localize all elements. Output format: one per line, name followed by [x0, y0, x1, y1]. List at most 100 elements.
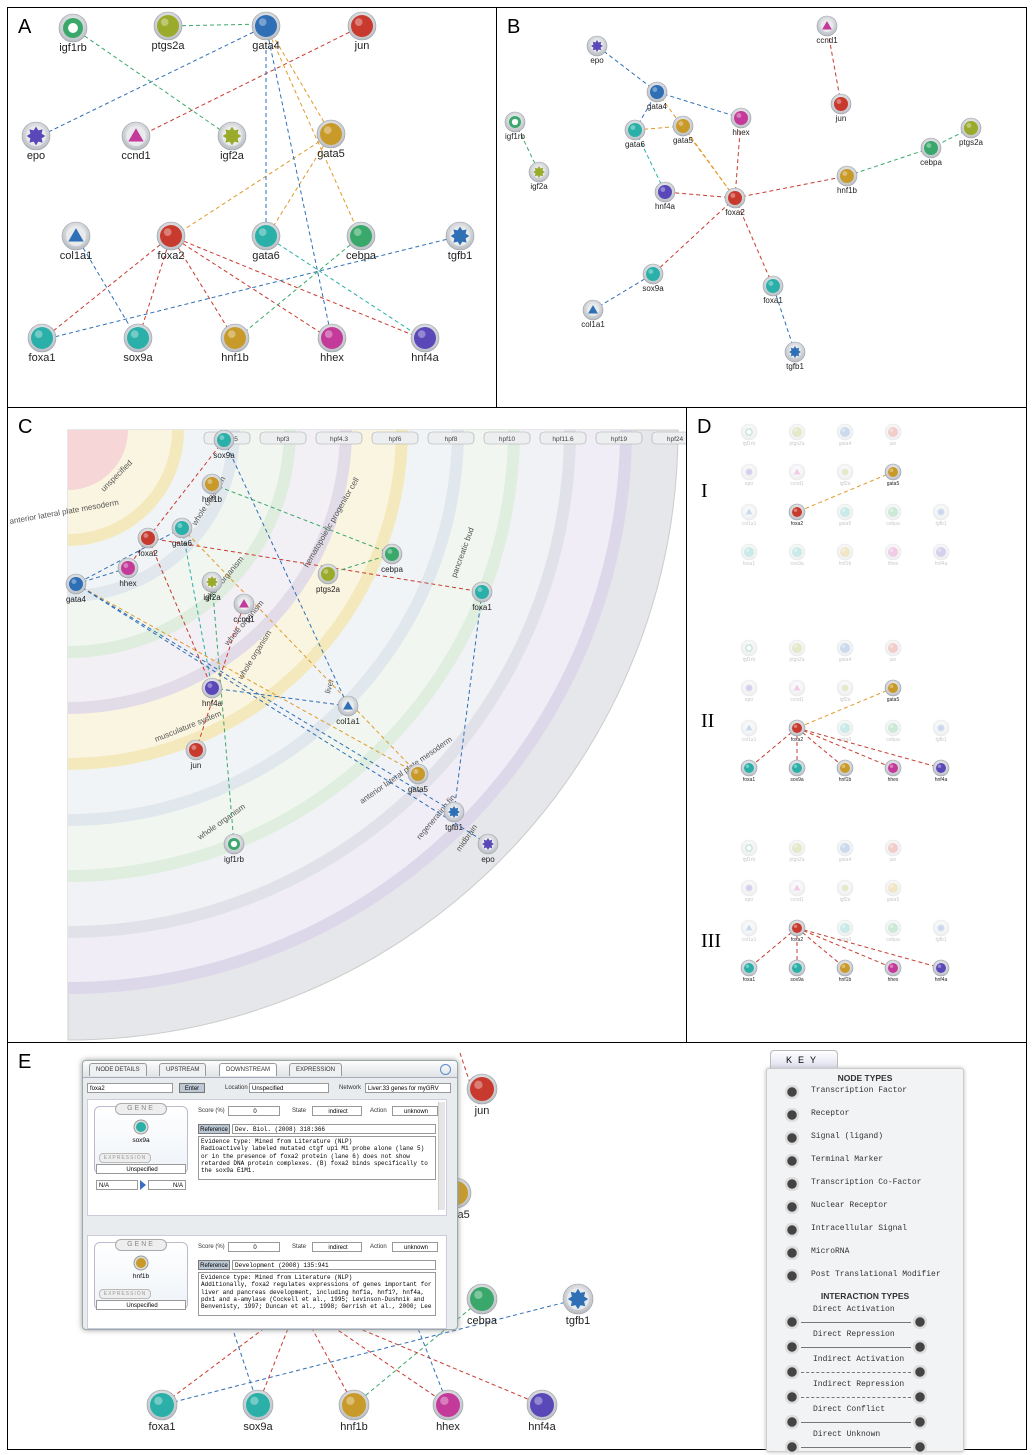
- enter-button[interactable]: Enter: [179, 1083, 205, 1093]
- gene-node-epo[interactable]: epo: [740, 679, 758, 703]
- gene-node-ccnd1[interactable]: ccnd1: [121, 121, 151, 162]
- interaction-edge[interactable]: [596, 45, 658, 93]
- gene-node-foxa1[interactable]: foxa1: [740, 959, 758, 983]
- interaction-edge[interactable]: [170, 235, 428, 343]
- key-tab[interactable]: KEY: [770, 1050, 838, 1069]
- gene-node-foxa1[interactable]: foxa1: [146, 1389, 178, 1433]
- interaction-edge[interactable]: [656, 91, 742, 120]
- tab-expression[interactable]: EXPRESSION: [289, 1063, 343, 1076]
- gene-node-sox9a[interactable]: sox9a: [788, 759, 806, 783]
- gene-node-gata6[interactable]: gata6: [251, 221, 281, 262]
- expression-start[interactable]: N/A: [96, 1180, 138, 1190]
- gene-node-epo[interactable]: epo: [740, 879, 758, 903]
- interaction-edge[interactable]: [265, 235, 426, 341]
- gene-query-input[interactable]: foxa2: [87, 1083, 173, 1093]
- gene-node-igf2a[interactable]: igf2a: [528, 161, 550, 191]
- interaction-edge[interactable]: [255, 1302, 299, 1408]
- gene-node-hhex[interactable]: hhex: [117, 557, 139, 588]
- interaction-edge[interactable]: [453, 591, 485, 813]
- gene-node-ptgs2a[interactable]: ptgs2a: [788, 839, 806, 863]
- interaction-edge[interactable]: [209, 579, 235, 845]
- interaction-edge[interactable]: [662, 189, 736, 199]
- interaction-edge[interactable]: [796, 727, 944, 771]
- gene-node-sox9a[interactable]: sox9a: [242, 1389, 274, 1433]
- tab-node-details[interactable]: NODE DETAILS: [89, 1063, 147, 1076]
- gene-node-sox9a[interactable]: sox9a: [788, 543, 806, 567]
- gene-node-hnf1b[interactable]: hnf1b: [836, 543, 854, 567]
- interaction-edge[interactable]: [796, 727, 894, 769]
- interaction-edge[interactable]: [592, 271, 656, 311]
- interaction-edge[interactable]: [265, 23, 332, 135]
- gene-node-ccnd1[interactable]: ccnd1: [788, 463, 806, 487]
- interaction-edge[interactable]: [265, 25, 362, 239]
- interaction-edge[interactable]: [771, 285, 796, 353]
- gene-node-hnf4a[interactable]: hnf4a: [410, 323, 440, 364]
- gene-node-hnf4a[interactable]: hnf4a: [932, 759, 950, 783]
- gene-node-cebpa[interactable]: cebpa: [920, 137, 942, 167]
- gene-node-hhex[interactable]: hhex: [432, 1389, 464, 1433]
- interaction-edge[interactable]: [796, 927, 894, 969]
- state-field[interactable]: indirect: [312, 1242, 362, 1252]
- gene-node-hnf1b[interactable]: hnf1b: [201, 473, 223, 504]
- gene-node-tgfb1[interactable]: tgfb1: [784, 341, 806, 371]
- gene-node-jun[interactable]: jun: [185, 739, 207, 770]
- gene-node-ccnd1[interactable]: ccnd1: [816, 15, 838, 45]
- time-tab[interactable]: [651, 431, 687, 445]
- gene-node-cebpa[interactable]: cebpa: [381, 543, 403, 574]
- gene-node-hnf1b[interactable]: hnf1b: [338, 1389, 370, 1433]
- gene-node-foxa1[interactable]: foxa1: [762, 275, 783, 305]
- interaction-edge[interactable]: [41, 235, 461, 342]
- interaction-edge[interactable]: [211, 687, 349, 709]
- gene-node-hnf4a[interactable]: hnf4a: [526, 1389, 558, 1433]
- score-field[interactable]: 0: [228, 1106, 280, 1116]
- window-status-icon[interactable]: [440, 1064, 451, 1075]
- gene-node-hnf4a[interactable]: hnf4a: [932, 959, 950, 983]
- interaction-edge[interactable]: [75, 583, 419, 775]
- action-field[interactable]: unknown: [392, 1106, 438, 1116]
- interaction-edge[interactable]: [167, 21, 267, 28]
- reference-field[interactable]: Dev. Biol. (2008) 318:366: [232, 1124, 436, 1134]
- gene-node-ptgs2a[interactable]: ptgs2a: [316, 563, 341, 594]
- gene-node-tgfb1[interactable]: tgfb1: [443, 801, 465, 832]
- time-tab[interactable]: [315, 431, 363, 445]
- gene-node-hhex[interactable]: hhex: [884, 543, 902, 567]
- gene-node-hnf1b[interactable]: hnf1b: [836, 759, 854, 783]
- gene-node-gata4[interactable]: gata4: [836, 839, 854, 863]
- interaction-edge[interactable]: [170, 235, 333, 341]
- gene-node-jun[interactable]: jun: [830, 93, 852, 123]
- gene-node-igf2a[interactable]: igf2a: [836, 679, 854, 703]
- gene-node-ptgs2a[interactable]: ptgs2a: [959, 117, 984, 147]
- gene-node-hhex[interactable]: hhex: [317, 323, 347, 364]
- gene-node-foxa1[interactable]: foxa1: [27, 323, 57, 364]
- scrollbar[interactable]: [438, 1102, 445, 1210]
- gene-node-hnf1b[interactable]: hnf1b: [220, 323, 250, 364]
- reference-button[interactable]: Reference: [198, 1260, 230, 1270]
- interaction-edge[interactable]: [796, 727, 848, 771]
- interaction-edge[interactable]: [75, 235, 141, 343]
- gene-node-hnf1b[interactable]: hnf1b: [836, 165, 858, 195]
- gene-node-cebpa[interactable]: cebpa: [884, 919, 902, 943]
- interaction-edge[interactable]: [796, 927, 944, 971]
- gene-node-igf2a[interactable]: igf2a: [201, 571, 223, 602]
- gene-node-gata4[interactable]: gata4: [251, 11, 281, 52]
- gene-node-gata6[interactable]: gata6: [624, 119, 646, 149]
- gene-node-tgfb1[interactable]: tgfb1: [562, 1283, 594, 1327]
- interaction-edge[interactable]: [748, 727, 798, 769]
- interaction-edge[interactable]: [170, 133, 332, 239]
- gene-node-ccnd1[interactable]: ccnd1: [788, 679, 806, 703]
- interaction-edge[interactable]: [656, 91, 736, 199]
- gene-node-gata4[interactable]: gata4: [65, 573, 87, 604]
- gene-node-col1a1[interactable]: col1a1: [740, 719, 758, 743]
- gene-node-hnf4a[interactable]: hnf4a: [201, 677, 223, 708]
- gene-node-foxa1[interactable]: foxa1: [740, 543, 758, 567]
- gene-node-jun[interactable]: jun: [466, 1073, 498, 1117]
- interaction-edge[interactable]: [650, 197, 736, 277]
- tab-downstream[interactable]: DOWNSTREAM: [219, 1063, 277, 1076]
- reference-field[interactable]: Development (2008) 135:941: [232, 1260, 436, 1270]
- gene-node-ptgs2a[interactable]: ptgs2a: [788, 423, 806, 447]
- gene-node-hnf1b[interactable]: hnf1b: [836, 959, 854, 983]
- gene-node-foxa2[interactable]: foxa2: [788, 719, 806, 743]
- gene-node-foxa2[interactable]: foxa2: [156, 221, 186, 262]
- gene-node-hnf4a[interactable]: hnf4a: [654, 181, 676, 211]
- gene-node-sox9a[interactable]: sox9a: [213, 429, 235, 460]
